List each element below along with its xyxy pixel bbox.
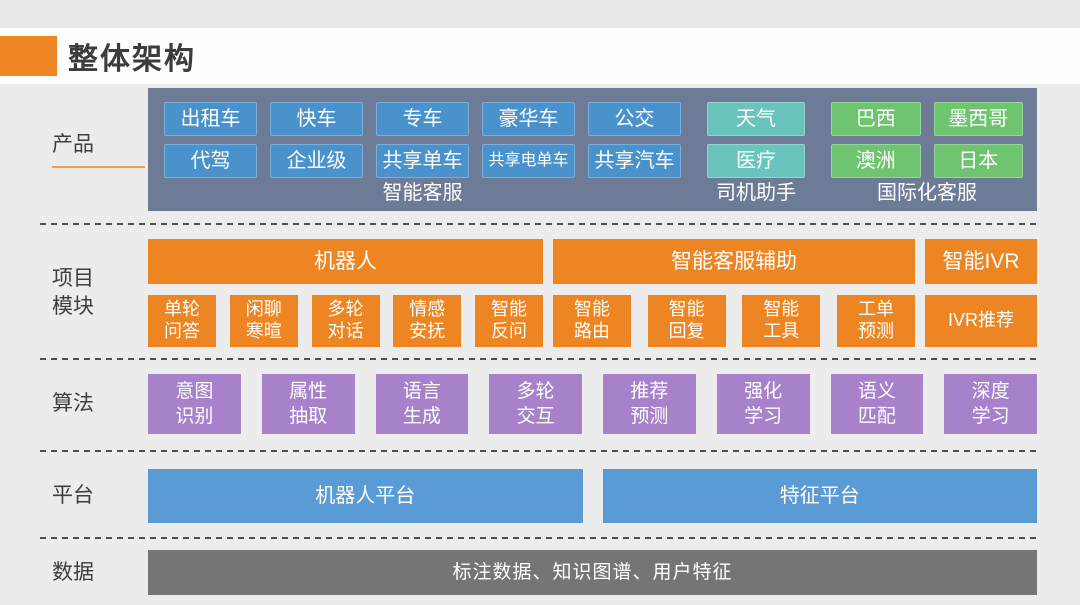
- module-box: 工单 预测: [836, 295, 915, 347]
- page-title: 整体架构: [68, 43, 196, 76]
- title-accent-square: [0, 36, 57, 76]
- product-box: 共享汽车: [588, 144, 681, 178]
- product-group-label: 司机助手: [716, 182, 796, 204]
- product-group-driver-assistant: 天气 医疗 司机助手: [707, 102, 805, 207]
- platform-box: 特征平台: [602, 469, 1037, 523]
- algorithms-row-label: 算法: [52, 392, 94, 416]
- module-header: 机器人: [148, 239, 543, 284]
- product-box: 澳洲: [831, 144, 921, 178]
- top-strip: [0, 0, 1080, 28]
- product-group-label: 智能客服: [382, 182, 463, 204]
- dashed-separator: [40, 450, 1040, 452]
- module-header: 智能IVR: [925, 239, 1037, 284]
- product-box: 快车: [270, 102, 363, 136]
- platform-box: 机器人平台: [148, 469, 583, 523]
- module-header: 智能客服辅助: [553, 239, 915, 284]
- module-box: 闲聊 寒暄: [229, 295, 298, 347]
- module-group-agent-assist: 智能客服辅助 智能 路由 智能 回复 智能 工具 工单 预测: [553, 239, 915, 347]
- algorithm-box: 强化 学习: [716, 374, 810, 434]
- product-box: 天气: [707, 102, 805, 136]
- algorithm-box: 语义 匹配: [830, 374, 924, 434]
- algorithm-box: 属性 抽取: [261, 374, 355, 434]
- product-box: 豪华车: [482, 102, 575, 136]
- algorithm-box: 深度 学习: [944, 374, 1037, 434]
- product-group-international: 巴西 澳洲 墨西哥 日本 国际化客服: [831, 102, 1023, 207]
- product-box: 共享电单车: [482, 144, 575, 178]
- algorithm-box: 语言 生成: [375, 374, 469, 434]
- algorithm-box: 推荐 预测: [603, 374, 696, 434]
- product-box: 公交: [588, 102, 681, 136]
- modules-row-label: 项目 模块: [52, 267, 94, 318]
- module-box: 智能 反问: [475, 295, 543, 347]
- section-data: 数据 标注数据、知识图谱、用户特征: [0, 550, 1080, 595]
- section-algorithms: 算法 意图 识别 属性 抽取 语言 生成 多轮 交互 推荐 预测 强化 学习 语…: [0, 374, 1080, 434]
- algorithm-box: 多轮 交互: [489, 374, 582, 434]
- product-box: 代驾: [164, 144, 257, 178]
- section-platforms: 平台 机器人平台 特征平台: [0, 469, 1080, 523]
- module-box: 智能 工具: [742, 295, 821, 347]
- product-box: 专车: [376, 102, 469, 136]
- module-box: 多轮 对话: [311, 295, 380, 347]
- module-group-robot: 机器人 单轮 问答 闲聊 寒暄 多轮 对话 情感 安抚 智能 反问: [148, 239, 543, 347]
- products-panel: 出租车 代驾 快车 企业级 专车 共享单车 豪华车: [148, 88, 1037, 211]
- products-label-text: 产品: [52, 132, 94, 156]
- module-box: 智能 回复: [647, 295, 726, 347]
- product-box: 日本: [933, 144, 1023, 178]
- product-box: 巴西: [831, 102, 921, 136]
- dashed-separator: [40, 223, 1040, 225]
- data-box: 标注数据、知识图谱、用户特征: [148, 550, 1037, 595]
- products-label-underline: [52, 166, 145, 169]
- product-box: 墨西哥: [933, 102, 1023, 136]
- section-products: 产品 出租车 代驾 快车 企业级 专车: [0, 88, 1080, 211]
- product-group-label: 国际化客服: [877, 182, 977, 204]
- product-group-smart-service: 出租车 代驾 快车 企业级 专车 共享单车 豪华车: [164, 102, 681, 207]
- dashed-separator: [40, 358, 1040, 360]
- module-box: 智能 路由: [553, 295, 631, 347]
- module-group-ivr: 智能IVR IVR推荐: [925, 239, 1037, 347]
- algorithm-box: 意图 识别: [148, 374, 241, 434]
- product-box: 医疗: [707, 144, 805, 178]
- products-row-label: 产品: [0, 88, 148, 211]
- product-box: 企业级: [270, 144, 363, 178]
- module-box: 单轮 问答: [148, 295, 216, 347]
- module-box: IVR推荐: [925, 295, 1037, 347]
- title-band: 整体架构: [0, 28, 1080, 84]
- product-box: 共享单车: [376, 144, 469, 178]
- product-box: 出租车: [164, 102, 257, 136]
- dashed-separator: [40, 537, 1040, 539]
- platforms-row-label: 平台: [52, 484, 94, 508]
- section-modules: 项目 模块 机器人 单轮 问答 闲聊 寒暄 多轮 对话 情感 安抚 智能 反问 …: [0, 239, 1080, 347]
- data-row-label: 数据: [52, 560, 94, 584]
- module-box: 情感 安抚: [393, 295, 462, 347]
